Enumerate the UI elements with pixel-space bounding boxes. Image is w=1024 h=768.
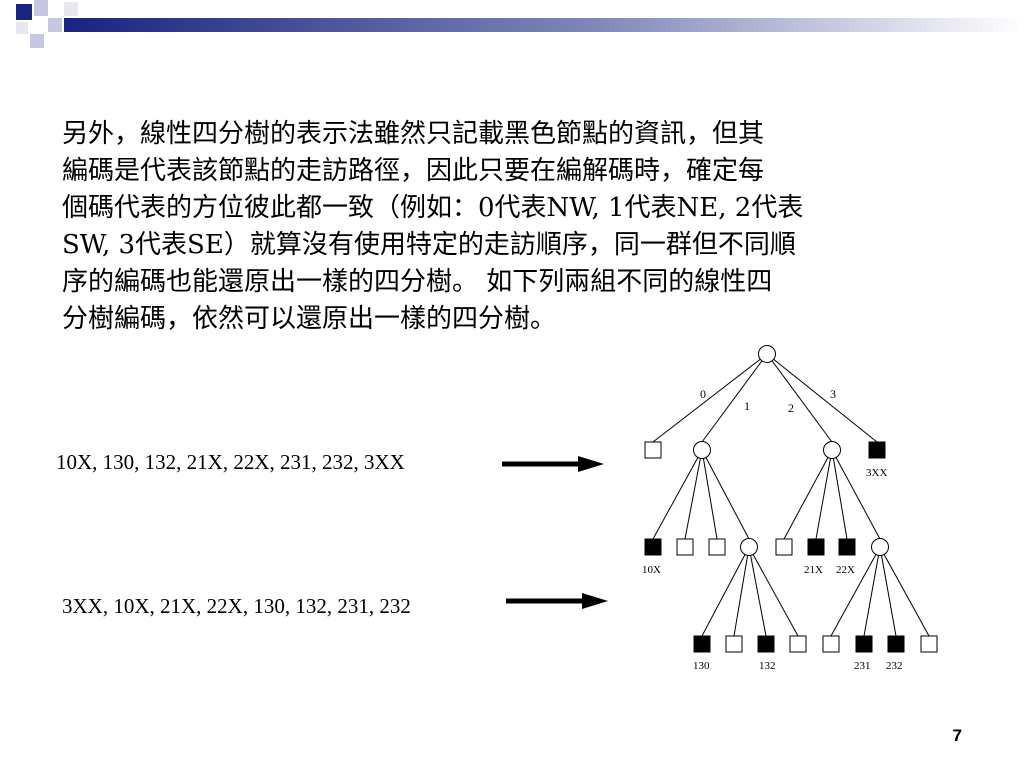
leaf-node-233 — [920, 635, 938, 653]
leaf-node-232 — [887, 635, 905, 653]
edge-label-2: 2 — [788, 401, 794, 415]
paragraph-line-6: 分樹編碼，依然可以還原出一樣的四分樹。 — [62, 304, 557, 334]
tree-edges — [652, 353, 930, 637]
internal-node-2 — [823, 441, 841, 459]
paragraph-line-2: 編碼是代表該節點的走訪路徑，因此只要在編解碼時，確定每 — [62, 156, 765, 186]
leaf-node-130 — [693, 635, 711, 653]
leaf-node-133 — [789, 635, 807, 653]
page-number: 7 — [952, 726, 962, 745]
label-132: 132 — [759, 660, 776, 672]
paragraph-line-5: 序的編碼也能還原出一樣的四分樹。 如下列兩組不同的線性四 — [62, 267, 773, 297]
code-sequence-2: 3XX, 10X, 21X, 22X, 130, 132, 231, 232 — [62, 594, 411, 618]
leaf-node-21 — [807, 538, 825, 556]
leaf-node-231 — [855, 635, 873, 653]
internal-node-13 — [740, 538, 758, 556]
paragraph-line-3: 個碼代表的方位彼此都一致（例如：0代表NW, 1代表NE, 2代表 — [62, 193, 804, 223]
leaf-node-3 — [868, 441, 886, 459]
paragraph-line-4: SW, 3代表SE）就算沒有使用特定的走訪順序，同一群但不同順 — [62, 230, 796, 260]
leaf-node-131 — [725, 635, 743, 653]
label-130: 130 — [693, 660, 710, 672]
leaf-node-20 — [775, 538, 793, 556]
leaf-node-22 — [838, 538, 856, 556]
internal-node-1 — [693, 441, 711, 459]
leaf-node-11 — [676, 538, 694, 556]
leaf-node-230 — [822, 635, 840, 653]
arrow-1-icon — [502, 456, 604, 472]
explanation-paragraph: 另外，線性四分樹的表示法雖然只記載黑色節點的資訊，但其 編碼是代表該節點的走訪路… — [62, 116, 942, 338]
arrow-2-icon — [506, 593, 608, 609]
edge-label-0: 0 — [700, 387, 706, 401]
label-232: 232 — [886, 660, 903, 672]
label-21x: 21X — [804, 564, 823, 576]
label-22x: 22X — [836, 564, 855, 576]
leaf-node-0 — [644, 441, 662, 459]
root-node — [758, 345, 776, 363]
internal-node-23 — [871, 538, 889, 556]
label-231: 231 — [854, 660, 871, 672]
edge-label-1: 1 — [744, 399, 750, 413]
quadtree-diagram: 0 1 2 3 3XX 10X 21X 22X 130 132 231 232 — [642, 345, 938, 672]
label-10x: 10X — [642, 564, 661, 576]
paragraph-line-1: 另外，線性四分樹的表示法雖然只記載黑色節點的資訊，但其 — [62, 119, 765, 149]
corner-decoration — [0, 0, 1024, 48]
code-sequence-1: 10X, 130, 132, 21X, 22X, 231, 232, 3XX — [56, 450, 405, 474]
leaf-node-12 — [708, 538, 726, 556]
label-3xx: 3XX — [866, 467, 887, 479]
edge-label-3: 3 — [830, 387, 836, 401]
leaf-node-132 — [757, 635, 775, 653]
leaf-node-10 — [644, 538, 662, 556]
